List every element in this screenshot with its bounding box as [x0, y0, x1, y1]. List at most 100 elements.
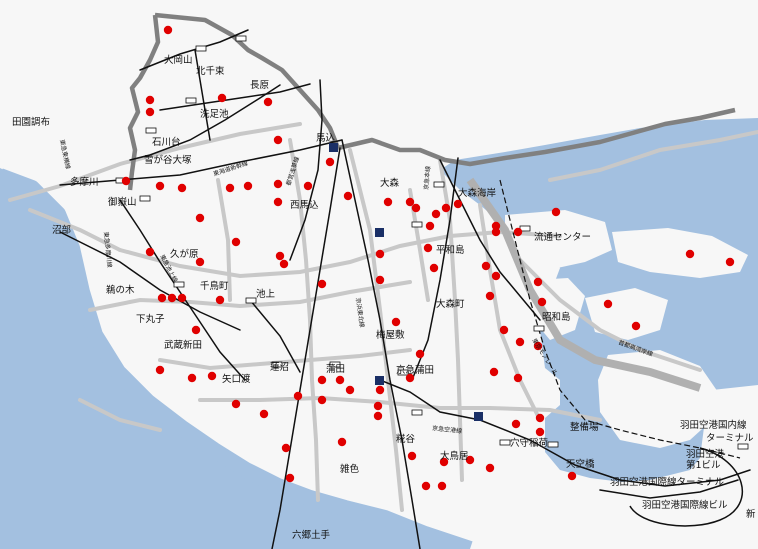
facility-marker[interactable]: [391, 317, 401, 327]
label-showajima: 昭和島: [542, 311, 571, 323]
facility-marker[interactable]: [375, 275, 385, 285]
facility-marker[interactable]: [685, 249, 695, 259]
facility-marker[interactable]: [155, 365, 165, 375]
label-zoshiki: 雑色: [340, 463, 360, 475]
facility-marker[interactable]: [535, 413, 545, 423]
facility-marker[interactable]: [293, 391, 303, 401]
facility-marker[interactable]: [177, 293, 187, 303]
label-tamagawa: 多摩川: [70, 176, 99, 188]
facility-marker[interactable]: [533, 277, 543, 287]
station-squares: [329, 143, 483, 421]
facility-marker[interactable]: [373, 401, 383, 411]
facility-marker[interactable]: [383, 197, 393, 207]
facility-marker[interactable]: [263, 97, 273, 107]
facility-marker[interactable]: [375, 249, 385, 259]
facility-marker[interactable]: [407, 451, 417, 461]
facility-marker[interactable]: [343, 191, 353, 201]
island-heiwajima: [505, 210, 612, 270]
facility-marker[interactable]: [225, 183, 235, 193]
facility-marker[interactable]: [551, 207, 561, 217]
facility-marker[interactable]: [279, 259, 289, 269]
facility-marker[interactable]: [167, 293, 177, 303]
facility-marker[interactable]: [513, 227, 523, 237]
rail-lines: [59, 29, 751, 549]
facility-marker[interactable]: [231, 399, 241, 409]
facility-marker[interactable]: [145, 107, 155, 117]
facility-marker[interactable]: [415, 349, 425, 359]
facility-marker[interactable]: [425, 221, 435, 231]
facility-marker[interactable]: [281, 443, 291, 453]
facility-marker[interactable]: [465, 455, 475, 465]
facility-marker[interactable]: [453, 199, 463, 209]
facility-marker[interactable]: [191, 325, 201, 335]
label-rokugodote: 六郷土手: [292, 529, 331, 541]
facility-marker[interactable]: [441, 203, 451, 213]
facility-marker[interactable]: [421, 481, 431, 491]
facility-marker[interactable]: [303, 181, 313, 191]
facility-marker[interactable]: [405, 373, 415, 383]
facility-marker[interactable]: [491, 221, 501, 231]
facility-marker[interactable]: [157, 293, 167, 303]
facility-marker[interactable]: [431, 209, 441, 219]
facility-marker[interactable]: [217, 93, 227, 103]
facility-marker[interactable]: [603, 299, 613, 309]
facility-marker[interactable]: [485, 291, 495, 301]
facility-marker[interactable]: [215, 295, 225, 305]
facility-marker[interactable]: [275, 251, 285, 261]
facility-marker[interactable]: [373, 411, 383, 421]
facility-marker[interactable]: [489, 367, 499, 377]
facility-marker[interactable]: [195, 213, 205, 223]
facility-marker[interactable]: [273, 197, 283, 207]
facility-marker[interactable]: [411, 203, 421, 213]
facility-marker[interactable]: [317, 279, 327, 289]
facility-marker[interactable]: [163, 25, 173, 35]
facility-marker[interactable]: [145, 95, 155, 105]
facility-marker[interactable]: [195, 257, 205, 267]
facility-marker[interactable]: [273, 179, 283, 189]
label-yukigaya: 雪が谷大塚: [144, 154, 192, 166]
facility-marker[interactable]: [337, 437, 347, 447]
facility-marker[interactable]: [285, 473, 295, 483]
facility-marker[interactable]: [259, 409, 269, 419]
facility-marker[interactable]: [429, 263, 439, 273]
facility-marker[interactable]: [499, 325, 509, 335]
facility-marker[interactable]: [325, 157, 335, 167]
facility-marker[interactable]: [345, 385, 355, 395]
facility-marker[interactable]: [121, 176, 131, 186]
facility-marker[interactable]: [317, 395, 327, 405]
facility-markers: [121, 25, 735, 491]
facility-marker[interactable]: [567, 471, 577, 481]
facility-marker[interactable]: [155, 181, 165, 191]
facility-marker[interactable]: [405, 197, 415, 207]
label-kitasenzoku: 北千束: [196, 66, 225, 77]
tama-river: [0, 168, 473, 549]
facility-marker[interactable]: [273, 135, 283, 145]
facility-marker[interactable]: [511, 419, 521, 429]
facility-marker[interactable]: [231, 237, 241, 247]
facility-marker[interactable]: [535, 427, 545, 437]
facility-marker[interactable]: [177, 183, 187, 193]
facility-marker[interactable]: [491, 271, 501, 281]
facility-marker[interactable]: [491, 227, 501, 237]
facility-marker[interactable]: [437, 481, 447, 491]
facility-marker[interactable]: [335, 375, 345, 385]
facility-marker[interactable]: [187, 373, 197, 383]
facility-marker[interactable]: [207, 371, 217, 381]
facility-marker[interactable]: [725, 257, 735, 267]
facility-marker[interactable]: [513, 373, 523, 383]
facility-marker[interactable]: [485, 463, 495, 473]
facility-marker[interactable]: [631, 321, 641, 331]
facility-marker[interactable]: [537, 297, 547, 307]
station-boxes: [115, 35, 749, 450]
facility-marker[interactable]: [317, 375, 327, 385]
facility-marker[interactable]: [439, 457, 449, 467]
facility-marker[interactable]: [481, 261, 491, 271]
facility-marker[interactable]: [243, 181, 253, 191]
facility-marker[interactable]: [533, 341, 543, 351]
facility-marker[interactable]: [145, 247, 155, 257]
facility-marker[interactable]: [423, 243, 433, 253]
facility-marker[interactable]: [515, 337, 525, 347]
facility-marker[interactable]: [375, 385, 385, 395]
